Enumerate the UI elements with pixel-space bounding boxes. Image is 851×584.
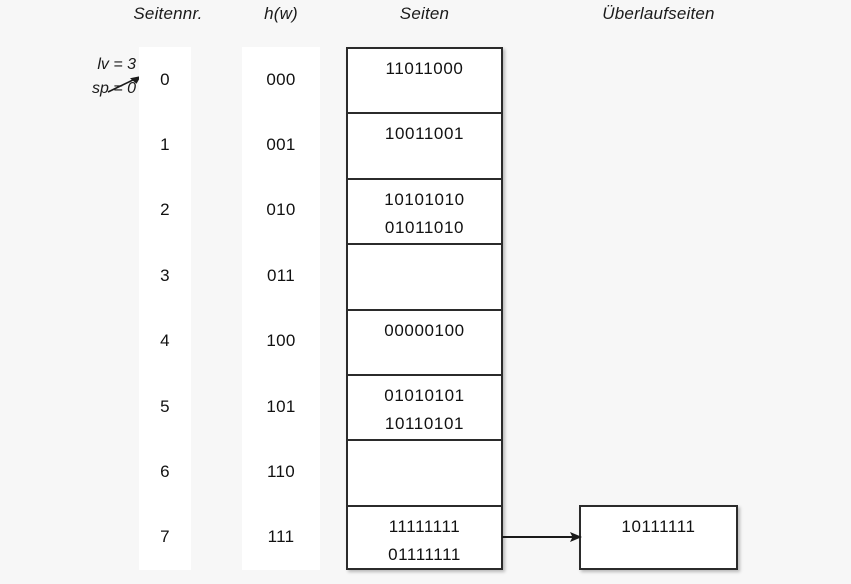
page-row: 10101010 01011010	[348, 180, 501, 246]
column-header-overflow-pages: Überlaufseiten	[602, 4, 715, 23]
page-row: 01010101 10110101	[348, 376, 501, 442]
hash-value-cell: 011	[266, 265, 295, 285]
page-number-cell: 3	[160, 265, 170, 285]
hash-value-cell: 000	[266, 69, 296, 89]
hash-value-cell: 101	[266, 396, 296, 416]
hash-value-cell: 001	[266, 135, 296, 155]
page-entry: 10101010	[384, 189, 465, 209]
pages-table: 11011000 10011001 10101010 01011010 00000100…	[346, 47, 503, 570]
page-entry: 01010101	[384, 385, 465, 405]
page-number-cell: 0	[160, 69, 170, 89]
column-header-pages: Seiten	[399, 4, 450, 23]
page-entry: 01011010	[384, 217, 465, 237]
column-header-page-number: Seitennr.	[133, 4, 203, 23]
page-entry: 10011001	[384, 124, 465, 144]
page-row: 00000100	[348, 311, 501, 376]
page-row	[348, 441, 501, 507]
hash-value-cell: 110	[266, 461, 295, 481]
page-row: 11011000	[348, 49, 501, 115]
page-number-cell: 7	[160, 527, 170, 547]
page-row: 11111111 01111111	[348, 507, 501, 572]
page-entry: 01111111	[388, 544, 461, 564]
page-number-cell: 4	[160, 331, 170, 351]
page-entry: 00000100	[384, 320, 465, 340]
page-number-cell: 2	[160, 200, 170, 220]
page-number-cell: 5	[160, 396, 170, 416]
page-row: 10011001	[348, 114, 501, 180]
hash-value-cell: 010	[266, 200, 296, 220]
page-entry: 11011000	[385, 59, 464, 78]
page-entry: 11111111	[388, 516, 461, 536]
split-pointer-arrow-icon	[107, 76, 141, 93]
column-header-hash: h(w)	[264, 4, 298, 23]
overflow-page-box: 10111111	[579, 505, 738, 570]
page-number-column: 0 1 2 3 4 5 6 7	[139, 47, 191, 570]
overflow-page-entry: 10111111	[621, 517, 696, 536]
hash-column: 000 001 010 011 100 101 110 111	[242, 47, 320, 570]
overflow-link-arrow-icon	[502, 532, 582, 542]
page-number-cell: 6	[160, 461, 170, 481]
page-row	[348, 245, 501, 311]
page-entry: 10110101	[384, 413, 465, 433]
page-number-cell: 1	[160, 135, 170, 155]
hash-value-cell: 100	[266, 331, 296, 351]
param-lv: lv = 3	[97, 56, 136, 73]
hash-value-cell: 111	[267, 527, 295, 547]
